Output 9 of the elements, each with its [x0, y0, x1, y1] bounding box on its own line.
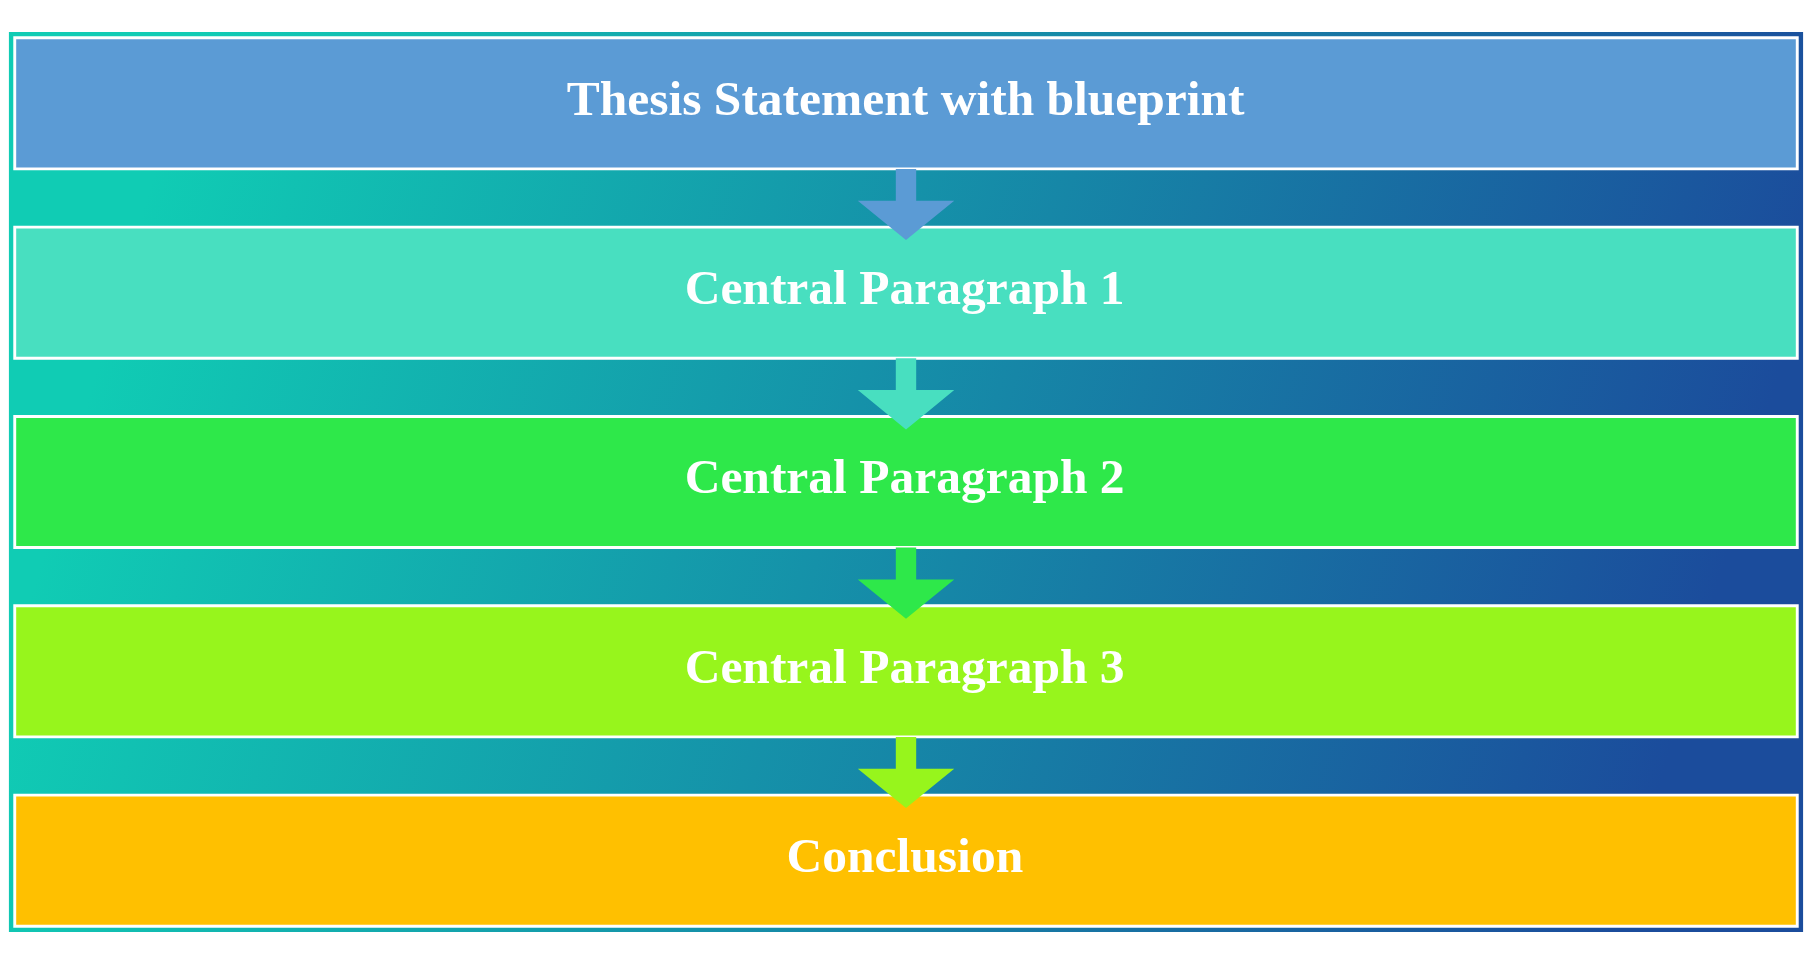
node-box: Conclusion [13, 793, 1799, 928]
node-box: Thesis Statement with blueprint [13, 35, 1799, 170]
node-box: Central Paragraph 2 [13, 414, 1799, 549]
node-box: Central Paragraph 3 [13, 603, 1799, 738]
arrow [857, 547, 955, 619]
arrow [857, 736, 955, 808]
node-box: Central Paragraph 1 [13, 225, 1799, 360]
arrow [857, 168, 955, 240]
arrow [857, 357, 955, 429]
